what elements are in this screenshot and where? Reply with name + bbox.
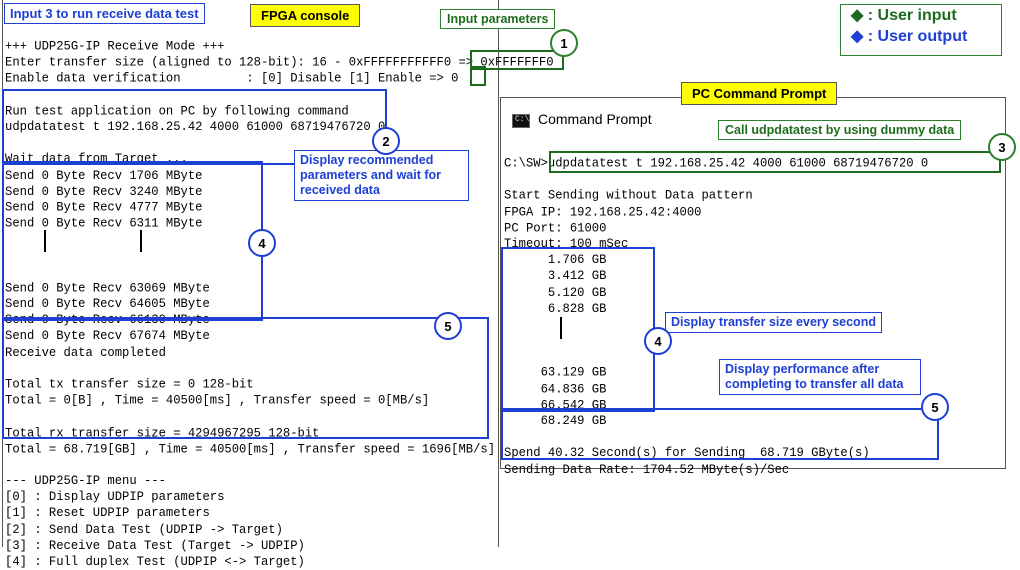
- console-line: Send 0 Byte Recv 1706 MByte: [5, 167, 203, 183]
- console-line: Total = 0[B] , Time = 40500[ms] , Transf…: [5, 393, 430, 409]
- console-line: Receive data completed: [5, 344, 166, 360]
- display-transfer-size-label: Display transfer size every second: [665, 312, 882, 333]
- console-line: Total tx transfer size = 0 128-bit: [5, 377, 254, 392]
- console-line: FPGA IP: 192.168.25.42:4000: [504, 204, 702, 220]
- console-line: Send 0 Byte Recv 64605 MByte: [5, 296, 210, 312]
- fpga-console-label: FPGA console: [250, 4, 361, 27]
- command-input-box: [549, 151, 1001, 173]
- transfer-progress-box: [501, 247, 655, 412]
- console-line: +++ UDP25G-IP Receive Mode +++: [5, 39, 225, 54]
- marker-3: 3: [988, 133, 1016, 161]
- console-line: PC Port: 61000: [504, 220, 607, 236]
- console-line: Send 0 Byte Recv 6311 MByte: [5, 216, 203, 231]
- console-line: Sending Data Rate: 1704.52 MByte(s)/Sec: [504, 461, 790, 477]
- console-line: udpdatatest t 192.168.25.42 4000 61000 6…: [5, 119, 386, 135]
- console-line: Spend 40.32 Second(s) for Sending 68.719…: [504, 445, 870, 461]
- marker-2: 2: [372, 127, 400, 155]
- console-line: Enable data verification : [0] Disable […: [5, 71, 459, 87]
- fpga-console-window: +++ UDP25G-IP Receive Mode +++Enter tran…: [2, 0, 554, 569]
- console-line: [4] : Full duplex Test (UDPIP <-> Target…: [5, 554, 305, 569]
- receive-progress-box: [2, 161, 263, 321]
- fpga-console-output: +++ UDP25G-IP Receive Mode +++Enter tran…: [5, 39, 554, 570]
- console-line: C:\SW>udpdatatest t 192.168.25.42 4000 6…: [504, 156, 929, 171]
- input-parameters-label: Input parameters: [440, 9, 556, 29]
- console-line: Total = 68.719[GB] , Time = 40500[ms] , …: [5, 441, 496, 457]
- marker-1: 1: [550, 29, 578, 57]
- console-line: Total rx transfer size = 4294967295 128-…: [5, 425, 320, 441]
- display-recommended-label: Display recommended parameters and wait …: [294, 150, 469, 201]
- display-performance-label: Display performance after completing to …: [719, 359, 921, 395]
- console-line: 64.836 GB: [504, 381, 607, 397]
- console-line: Run test application on PC by following …: [5, 103, 349, 119]
- console-line: [5, 458, 554, 474]
- console-line: [1] : Reset UDPIP parameters: [5, 505, 210, 521]
- ellipsis-bar: [560, 317, 562, 339]
- marker-5-fpga: 5: [434, 312, 462, 340]
- marker-4-fpga: 4: [248, 229, 276, 257]
- ellipsis-bar: [140, 230, 142, 252]
- console-line: Send 0 Byte Recv 63069 MByte: [5, 280, 210, 296]
- window-title: Command Prompt: [538, 111, 652, 127]
- legend: ◆ : User input ◆ : User output: [840, 4, 1002, 56]
- console-line: Send 0 Byte Recv 3240 MByte: [5, 183, 203, 199]
- console-line: 5.120 GB: [504, 284, 607, 300]
- marker-5-pc: 5: [921, 393, 949, 421]
- performance-summary-box: [501, 408, 939, 460]
- console-line: 63.129 GB: [504, 365, 607, 381]
- legend-user-input: ◆ : User input: [851, 7, 957, 24]
- legend-user-output: ◆ : User output: [851, 28, 968, 45]
- command-prompt-icon: C:\: [512, 114, 530, 128]
- console-line: [2] : Send Data Test (UDPIP -> Target): [5, 521, 283, 537]
- console-line: Enter transfer size (aligned to 128-bit)…: [5, 55, 554, 70]
- ellipsis-bar: [44, 230, 46, 252]
- console-line: [3] : Receive Data Test (Target -> UDPIP…: [5, 538, 305, 553]
- verification-input-box: [470, 66, 486, 86]
- pc-console-output: C:\SW>udpdatatest t 192.168.25.42 4000 6…: [504, 156, 928, 478]
- call-udpdatatest-label: Call udpdatatest by using dummy data: [718, 120, 962, 140]
- console-line: 1.706 GB: [504, 252, 607, 268]
- console-line: 68.249 GB: [504, 413, 607, 429]
- console-line: [0] : Display UDPIP parameters: [5, 489, 225, 505]
- console-line: [504, 172, 928, 188]
- console-line: Start Sending without Data pattern: [504, 188, 753, 204]
- result-summary-box: [2, 317, 489, 439]
- console-line: 3.412 GB: [504, 268, 607, 284]
- transfer-size-input-box: [470, 50, 564, 70]
- console-line: --- UDP25G-IP menu ---: [5, 473, 166, 489]
- marker-4-pc: 4: [644, 327, 672, 355]
- pc-command-prompt-label: PC Command Prompt: [681, 82, 838, 105]
- console-line: Send 0 Byte Recv 67674 MByte: [5, 328, 210, 344]
- console-line: 6.828 GB: [504, 300, 607, 316]
- instruction-label: Input 3 to run receive data test: [4, 3, 205, 24]
- console-line: Send 0 Byte Recv 4777 MByte: [5, 199, 203, 215]
